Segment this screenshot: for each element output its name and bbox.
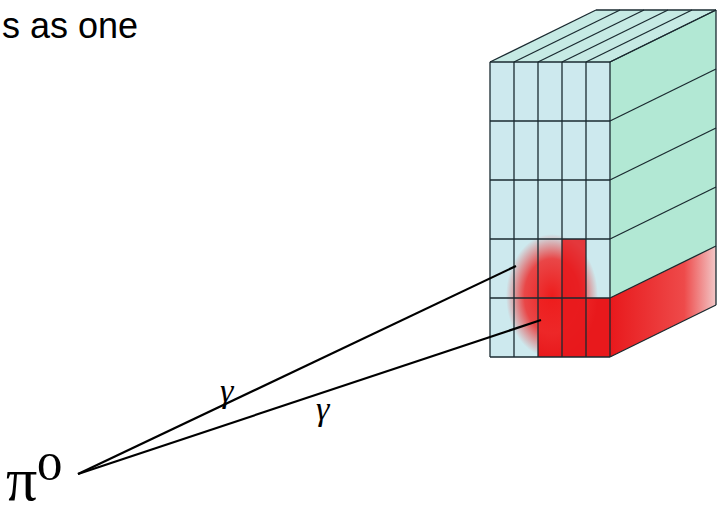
- grid-line: [609, 62, 610, 357]
- photon-tracks: [78, 266, 541, 474]
- grid-line: [562, 10, 668, 62]
- particle-label: π⁰: [6, 448, 62, 510]
- grid-line: [490, 10, 596, 62]
- grid-line: [610, 128, 716, 180]
- photon-label: γ: [316, 392, 329, 426]
- front-face: [490, 62, 610, 357]
- grid-line: [538, 10, 644, 62]
- grid-line: [596, 9, 716, 10]
- grid-line: [610, 305, 716, 357]
- crystal-block: [490, 10, 716, 357]
- grid-line: [489, 62, 490, 357]
- grid-line: [610, 10, 716, 62]
- grid-line: [715, 10, 716, 305]
- grid-line: [610, 246, 716, 298]
- grid-line: [561, 62, 562, 357]
- grid-line: [490, 61, 610, 62]
- photon-label: γ: [220, 374, 233, 408]
- grid-line: [585, 62, 586, 357]
- shower-blob: [506, 234, 598, 358]
- slide-title-fragment: s as one: [2, 8, 138, 44]
- grid-line: [490, 238, 610, 239]
- grid-line: [490, 356, 610, 357]
- photon-line: [78, 320, 541, 474]
- side-face: [610, 10, 716, 357]
- grid-line: [490, 179, 610, 180]
- grid-line: [514, 10, 620, 62]
- grid-line: [490, 120, 610, 121]
- grid-line: [513, 62, 514, 357]
- photon-line: [78, 266, 516, 474]
- grid-line: [610, 187, 716, 239]
- grid-line: [610, 69, 716, 121]
- crystal-grid: [490, 10, 716, 357]
- grid-line: [490, 297, 610, 298]
- side-shower: [610, 246, 716, 357]
- grid-line: [586, 10, 692, 62]
- grid-line: [537, 62, 538, 357]
- grid-line: [610, 10, 716, 62]
